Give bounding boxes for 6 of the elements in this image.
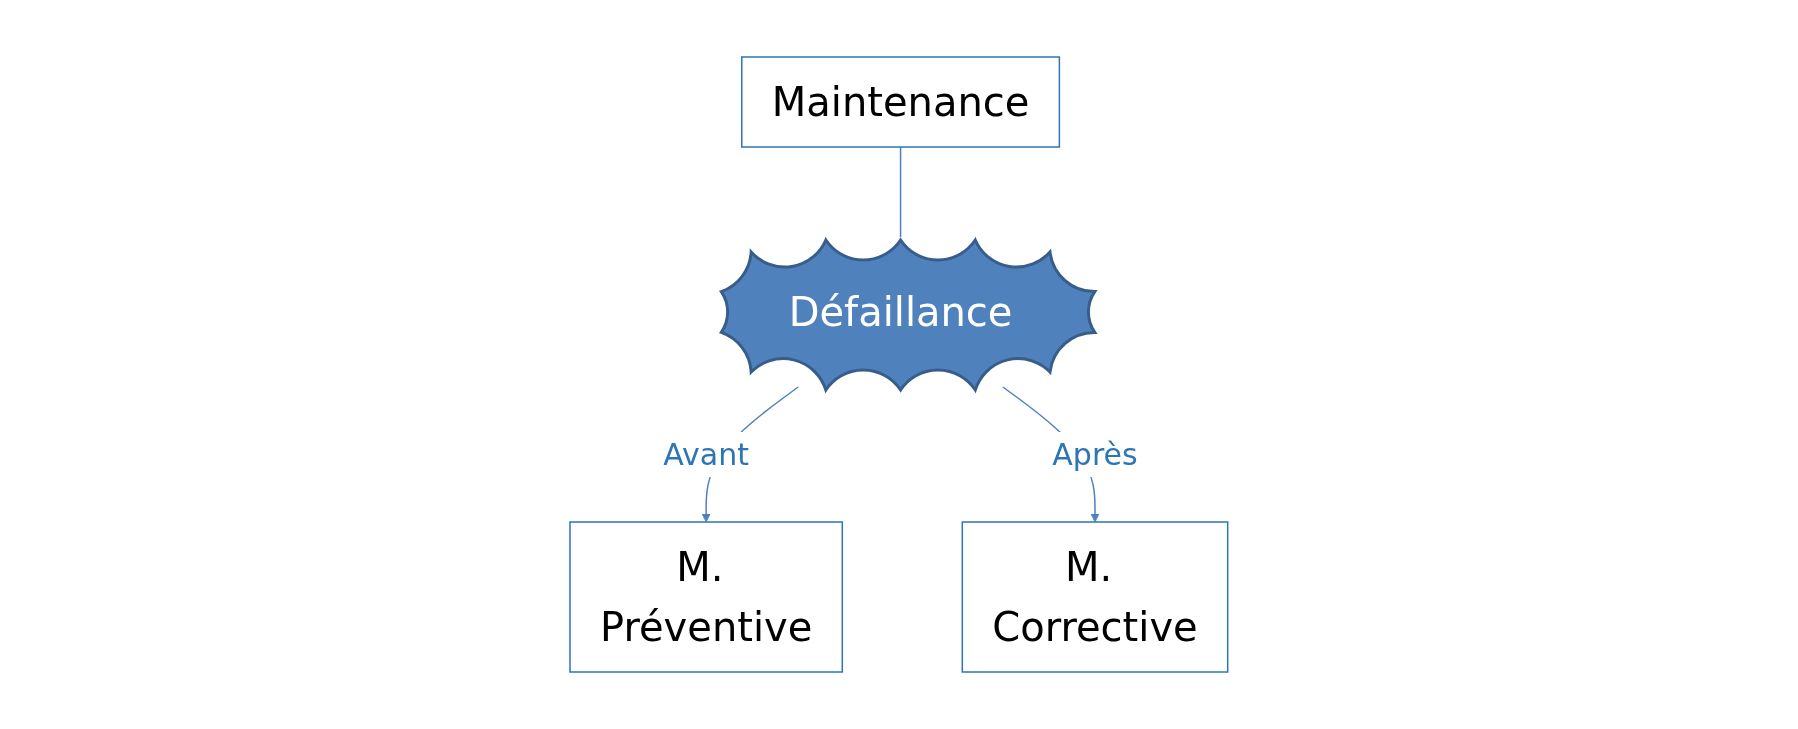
node-box: Maintenance xyxy=(741,56,1061,148)
connector xyxy=(900,146,902,238)
edge-label: Après xyxy=(1052,437,1138,472)
node-box: M. Préventive xyxy=(569,521,844,673)
node-box: M. Corrective xyxy=(961,521,1229,673)
edge-label: Avant xyxy=(663,437,750,472)
